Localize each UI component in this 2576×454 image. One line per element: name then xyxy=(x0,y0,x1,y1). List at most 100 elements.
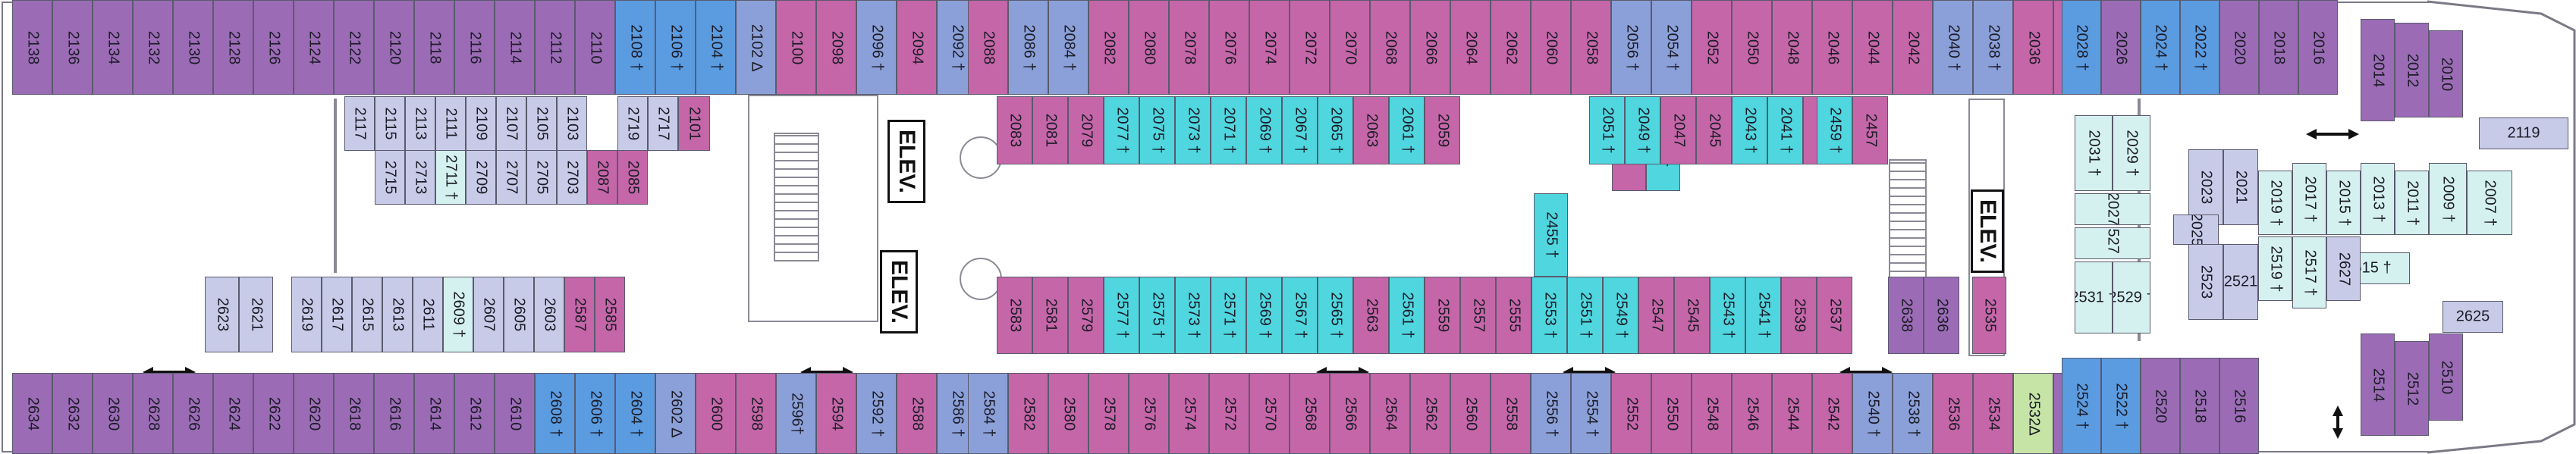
cabin-2573[interactable]: 2573 † xyxy=(1175,277,1211,354)
cabin-2063[interactable]: 2063 xyxy=(1353,96,1389,164)
cabin-2018[interactable]: 2018 xyxy=(2259,0,2298,95)
cabin-2524[interactable]: 2524 † xyxy=(2062,358,2101,454)
cabin-2561[interactable]: 2561 † xyxy=(1389,277,1425,354)
cabin-2621[interactable]: 2621 xyxy=(239,277,273,352)
cabin-2096[interactable]: 2096 † xyxy=(856,0,897,95)
cabin-2531[interactable]: 2531 † xyxy=(2075,261,2113,333)
cabin-2607[interactable]: 2607 xyxy=(473,277,504,352)
cabin-2567[interactable]: 2567 † xyxy=(1282,277,1318,354)
cabin-2041[interactable]: 2041 † xyxy=(1767,96,1803,164)
cabin-2102[interactable]: 2102 ∆ xyxy=(736,0,776,95)
cabin-2062[interactable]: 2062 xyxy=(1491,0,1531,95)
cabin-2014[interactable]: 2014 xyxy=(2361,19,2395,121)
cabin-2578[interactable]: 2578 xyxy=(1089,373,1129,454)
cabin-2605[interactable]: 2605 xyxy=(504,277,534,352)
cabin-2625[interactable]: 2625 xyxy=(2442,301,2503,333)
cabin-2551[interactable]: 2551 † xyxy=(1567,277,1603,354)
cabin-2543[interactable]: 2543 † xyxy=(1710,277,1745,354)
cabin-2576[interactable]: 2576 xyxy=(1129,373,1169,454)
cabin-2517[interactable]: 2517 † xyxy=(2292,236,2326,308)
cabin-2512[interactable]: 2512 xyxy=(2395,341,2429,436)
cabin-2536[interactable]: 2536 xyxy=(1933,373,1973,454)
cabin-2064[interactable]: 2064 xyxy=(1450,0,1491,95)
cabin-2638[interactable]: 2638 xyxy=(1888,277,1924,354)
cabin-2455[interactable]: 2455 † xyxy=(1534,193,1568,277)
cabin-2535[interactable]: 2535 xyxy=(1972,277,2006,354)
cabin-2077[interactable]: 2077 † xyxy=(1104,96,1139,164)
cabin-2614[interactable]: 2614 xyxy=(414,373,454,454)
cabin-2086[interactable]: 2086 † xyxy=(1008,0,1048,95)
cabin-2088[interactable]: 2088 xyxy=(968,0,1008,95)
cabin-2562[interactable]: 2562 xyxy=(1410,373,1450,454)
cabin-2020[interactable]: 2020 xyxy=(2219,0,2259,95)
cabin-2116[interactable]: 2116 xyxy=(454,0,495,95)
cabin-2058[interactable]: 2058 xyxy=(1571,0,1611,95)
cabin-2081[interactable]: 2081 xyxy=(1032,96,1068,164)
cabin-2074[interactable]: 2074 xyxy=(1249,0,1290,95)
cabin-2565[interactable]: 2565 † xyxy=(1318,277,1353,354)
cabin-2603[interactable]: 2603 xyxy=(534,277,564,352)
cabin-2532[interactable]: 2532∆ xyxy=(2013,373,2053,454)
cabin-2049[interactable]: 2049 † xyxy=(1625,96,1660,164)
cabin-2108[interactable]: 2108 † xyxy=(615,0,655,95)
cabin-2118[interactable]: 2118 xyxy=(414,0,454,95)
cabin-2516[interactable]: 2516 xyxy=(2219,358,2259,454)
cabin-2050[interactable]: 2050 xyxy=(1732,0,1772,95)
cabin-2553[interactable]: 2553 † xyxy=(1531,277,1567,354)
cabin-2705[interactable]: 2705 xyxy=(526,150,557,205)
cabin-2611[interactable]: 2611 xyxy=(413,277,443,352)
cabin-2134[interactable]: 2134 xyxy=(93,0,133,95)
cabin-2094[interactable]: 2094 xyxy=(897,0,937,95)
cabin-2080[interactable]: 2080 xyxy=(1129,0,1169,95)
cabin-2031[interactable]: 2031 † xyxy=(2075,115,2113,191)
cabin-2527[interactable]: 2527 † xyxy=(2075,227,2150,259)
cabin-2083[interactable]: 2083 xyxy=(997,96,1032,164)
cabin-2048[interactable]: 2048 xyxy=(1772,0,1812,95)
cabin-2632[interactable]: 2632 xyxy=(52,373,93,454)
cabin-2011[interactable]: 2011 † xyxy=(2395,171,2429,235)
cabin-2620[interactable]: 2620 xyxy=(294,373,334,454)
cabin-2040[interactable]: 2040 † xyxy=(1933,0,1973,95)
cabin-2557[interactable]: 2557 xyxy=(1460,277,1496,354)
cabin-2078[interactable]: 2078 xyxy=(1169,0,1209,95)
cabin-2548[interactable]: 2548 xyxy=(1692,373,1732,454)
cabin-2054[interactable]: 2054 † xyxy=(1651,0,1692,95)
cabin-2070[interactable]: 2070 xyxy=(1330,0,1370,95)
cabin-2013[interactable]: 2013 † xyxy=(2361,163,2395,235)
cabin-2540[interactable]: 2540 † xyxy=(1852,373,1893,454)
cabin-2713[interactable]: 2713 xyxy=(405,150,435,205)
cabin-2544[interactable]: 2544 xyxy=(1772,373,1812,454)
cabin-2619[interactable]: 2619 xyxy=(291,277,322,352)
cabin-2545[interactable]: 2545 xyxy=(1674,277,1710,354)
cabin-2579[interactable]: 2579 xyxy=(1068,277,1104,354)
cabin-2594[interactable]: 2594 xyxy=(816,373,856,454)
cabin-2023[interactable]: 2023 xyxy=(2188,149,2223,225)
cabin-2570[interactable]: 2570 xyxy=(1249,373,1290,454)
cabin-2552[interactable]: 2552 xyxy=(1611,373,1651,454)
cabin-2056[interactable]: 2056 † xyxy=(1611,0,1651,95)
cabin-2110[interactable]: 2110 xyxy=(575,0,615,95)
cabin-2539[interactable]: 2539 xyxy=(1781,277,1817,354)
cabin-2608[interactable]: 2608 † xyxy=(535,373,575,454)
cabin-2624[interactable]: 2624 xyxy=(213,373,253,454)
cabin-2100[interactable]: 2100 xyxy=(776,0,816,95)
cabin-2510[interactable]: 2510 xyxy=(2429,333,2463,421)
cabin-2581[interactable]: 2581 xyxy=(1032,277,1068,354)
cabin-2622[interactable]: 2622 xyxy=(253,373,294,454)
cabin-2107[interactable]: 2107 xyxy=(496,96,526,151)
cabin-2538[interactable]: 2538 † xyxy=(1893,373,1933,454)
cabin-2707[interactable]: 2707 xyxy=(496,150,526,205)
cabin-2076[interactable]: 2076 xyxy=(1209,0,1249,95)
cabin-2072[interactable]: 2072 xyxy=(1290,0,1330,95)
cabin-2577[interactable]: 2577 † xyxy=(1104,277,1139,354)
cabin-2518[interactable]: 2518 xyxy=(2180,358,2219,454)
cabin-2042[interactable]: 2042 xyxy=(1893,0,1933,95)
cabin-2019[interactable]: 2019 † xyxy=(2258,171,2292,235)
cabin-2132[interactable]: 2132 xyxy=(133,0,173,95)
cabin-2015[interactable]: 2015 † xyxy=(2326,171,2361,235)
cabin-2610[interactable]: 2610 xyxy=(495,373,535,454)
cabin-2575[interactable]: 2575 † xyxy=(1139,277,1175,354)
cabin-2630[interactable]: 2630 xyxy=(93,373,133,454)
cabin-2585[interactable]: 2585 xyxy=(595,277,625,352)
cabin-2047[interactable]: 2047 xyxy=(1660,96,1696,164)
